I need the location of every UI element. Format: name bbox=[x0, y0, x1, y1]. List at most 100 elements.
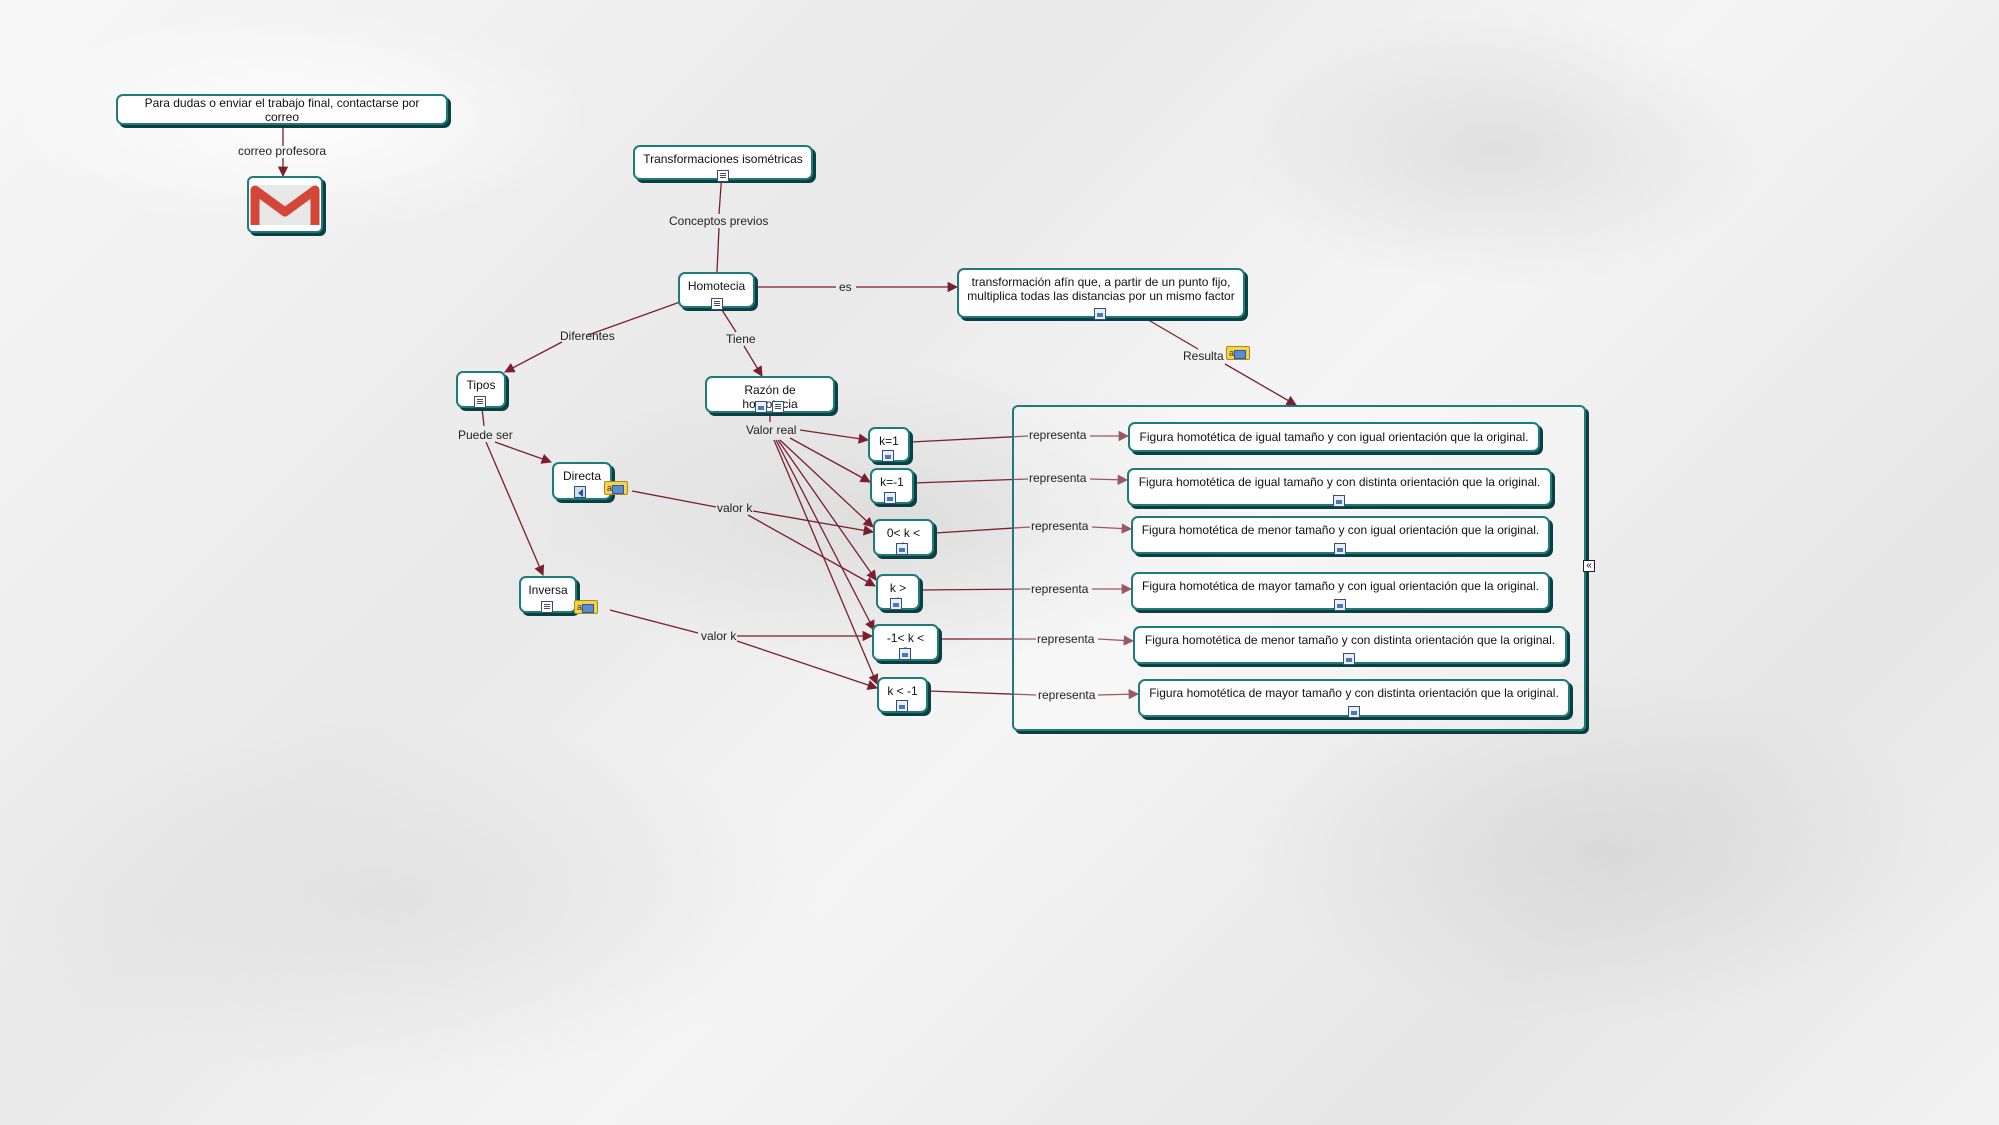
result-text-3: Figura homotética de menor tamaño y con … bbox=[1141, 523, 1540, 537]
document-icon[interactable] bbox=[474, 396, 486, 408]
gmail-node[interactable] bbox=[247, 176, 323, 233]
result-text-6: Figura homotética de mayor tamaño y con … bbox=[1149, 686, 1559, 700]
k-equals-minus-1-text: k=-1 bbox=[880, 475, 904, 489]
link-k1-to-rep1 bbox=[910, 435, 1029, 443]
link-valorreal-to-klm1 bbox=[773, 439, 879, 685]
result-text-1: Figura homotética de igual tamaño y con … bbox=[1139, 430, 1529, 444]
tipos-text: Tipos bbox=[466, 378, 496, 392]
link-label-representa-2: representa bbox=[1029, 471, 1087, 485]
link-rep6-to-r6 bbox=[1097, 689, 1140, 700]
sound-icon[interactable] bbox=[574, 486, 586, 498]
link-km1-to-rep2 bbox=[912, 478, 1029, 484]
link-label-valor-k-1: valor k bbox=[717, 501, 753, 515]
homotecia-text: Homotecia bbox=[687, 279, 746, 293]
image-icon[interactable] bbox=[1334, 599, 1346, 611]
directa-text: Directa bbox=[562, 469, 601, 483]
k-equals-minus-1-node[interactable]: k=-1 bbox=[870, 468, 914, 504]
link-label-es: es bbox=[839, 280, 852, 294]
isometric-text: Transformaciones isométricas bbox=[643, 152, 803, 166]
link-label-representa-4: representa bbox=[1031, 582, 1089, 596]
image-icon[interactable] bbox=[882, 450, 894, 462]
link-valorreal-to-k1 bbox=[799, 429, 870, 444]
contact-text: Para dudas o enviar el trabajo final, co… bbox=[144, 95, 420, 124]
link-label-resulta: Resulta bbox=[1183, 349, 1224, 363]
image-icon[interactable] bbox=[884, 492, 896, 504]
link-rep3-to-r3 bbox=[1091, 523, 1133, 534]
link-tiene-to-razon bbox=[743, 345, 763, 377]
image-icon[interactable] bbox=[899, 648, 911, 660]
definition-line-2: multiplica todas las distancias por un m… bbox=[967, 289, 1235, 303]
link-valorreal-to-k01 bbox=[779, 439, 874, 528]
link-inversa-to-valork2 bbox=[609, 609, 699, 634]
link-tipos-to-puedeser bbox=[481, 407, 485, 427]
k-less-minus1-text: k < -1 bbox=[887, 684, 918, 698]
contact-node[interactable]: Para dudas o enviar el trabajo final, co… bbox=[116, 94, 448, 125]
k-between-0-1-node[interactable]: 0< k < 1 bbox=[873, 519, 934, 556]
link-label-valor-k-2: valor k bbox=[701, 629, 737, 643]
image-icon[interactable] bbox=[890, 598, 902, 610]
collapse-icon[interactable]: « bbox=[1583, 560, 1595, 572]
link-label-representa-3: representa bbox=[1031, 519, 1089, 533]
image-icon[interactable] bbox=[755, 401, 767, 413]
link-label-representa-6: representa bbox=[1038, 688, 1096, 702]
link-directa-to-valork1 bbox=[631, 490, 717, 508]
link-label-diferentes: Diferentes bbox=[560, 329, 615, 343]
image-icon[interactable] bbox=[1348, 706, 1360, 718]
link-label-representa-1: representa bbox=[1029, 428, 1087, 442]
link-homotecia-to-tiene bbox=[721, 309, 737, 333]
isometric-node[interactable]: Transformaciones isométricas bbox=[633, 145, 813, 180]
inversa-text: Inversa bbox=[528, 583, 568, 597]
link-label-representa-5: representa bbox=[1037, 632, 1095, 646]
razon-node[interactable]: Razón de homotecia bbox=[705, 376, 835, 413]
note-icon[interactable]: a bbox=[604, 481, 628, 495]
razon-text: Razón de homotecia bbox=[742, 383, 798, 411]
result-text-5: Figura homotética de menor tamaño y con … bbox=[1144, 633, 1556, 647]
results-group[interactable] bbox=[1012, 405, 1586, 731]
link-valork1-to-k01 bbox=[752, 510, 875, 536]
homotecia-node[interactable]: Homotecia bbox=[678, 272, 755, 308]
image-icon[interactable] bbox=[896, 700, 908, 712]
image-icon[interactable] bbox=[1094, 308, 1106, 320]
link-puedeser-to-inversa bbox=[485, 441, 545, 576]
gmail-icon bbox=[250, 185, 320, 225]
definition-line-1: transformación afín que, a partir de un … bbox=[971, 275, 1231, 289]
link-label-puede-ser: Puede ser bbox=[458, 428, 513, 442]
link-k01-to-rep3 bbox=[934, 526, 1031, 534]
image-icon[interactable] bbox=[1343, 653, 1355, 665]
note-icon[interactable]: a bbox=[574, 600, 598, 614]
image-icon[interactable] bbox=[1333, 495, 1345, 507]
link-label-conceptos: Conceptos previos bbox=[669, 214, 769, 228]
link-valorreal-to-kg1 bbox=[777, 439, 877, 581]
result-node-2[interactable]: Figura homotética de igual tamaño y con … bbox=[1127, 468, 1552, 506]
link-valorreal-to-km10 bbox=[775, 439, 875, 631]
link-puedeser-to-directa bbox=[494, 441, 552, 464]
link-label-valor-real: Valor real bbox=[746, 423, 797, 437]
note-letter: a bbox=[577, 602, 583, 612]
k-equals-1-text: k=1 bbox=[879, 434, 899, 448]
note-letter: a bbox=[607, 483, 613, 493]
link-definition-to-resulta bbox=[1144, 317, 1199, 350]
result-node-6[interactable]: Figura homotética de mayor tamaño y con … bbox=[1138, 679, 1570, 717]
document-icon[interactable] bbox=[772, 401, 784, 413]
result-node-1[interactable]: Figura homotética de igual tamaño y con … bbox=[1128, 422, 1540, 452]
image-icon[interactable] bbox=[1334, 543, 1346, 555]
link-klm1-to-rep6 bbox=[928, 690, 1037, 696]
link-homotecia-to-conceptos bbox=[716, 227, 720, 273]
document-icon[interactable] bbox=[717, 170, 729, 182]
result-node-5[interactable]: Figura homotética de menor tamaño y con … bbox=[1133, 626, 1567, 664]
link-diferentes-to-tipos bbox=[504, 341, 563, 373]
note-icon[interactable]: a bbox=[1226, 346, 1250, 360]
result-text-4: Figura homotética de mayor tamaño y con … bbox=[1142, 579, 1539, 593]
link-label-tiene: Tiene bbox=[726, 332, 756, 346]
document-icon[interactable] bbox=[711, 298, 723, 310]
image-icon[interactable] bbox=[896, 543, 908, 555]
note-letter: a bbox=[1229, 348, 1235, 358]
result-node-4[interactable]: Figura homotética de mayor tamaño y con … bbox=[1131, 572, 1550, 610]
document-icon[interactable] bbox=[541, 601, 553, 613]
link-label-correo: correo profesora bbox=[238, 144, 327, 158]
link-rep2-to-r2 bbox=[1089, 474, 1129, 485]
link-homotecia-to-diferentes bbox=[587, 301, 681, 336]
link-rep5-to-r5 bbox=[1097, 635, 1135, 646]
